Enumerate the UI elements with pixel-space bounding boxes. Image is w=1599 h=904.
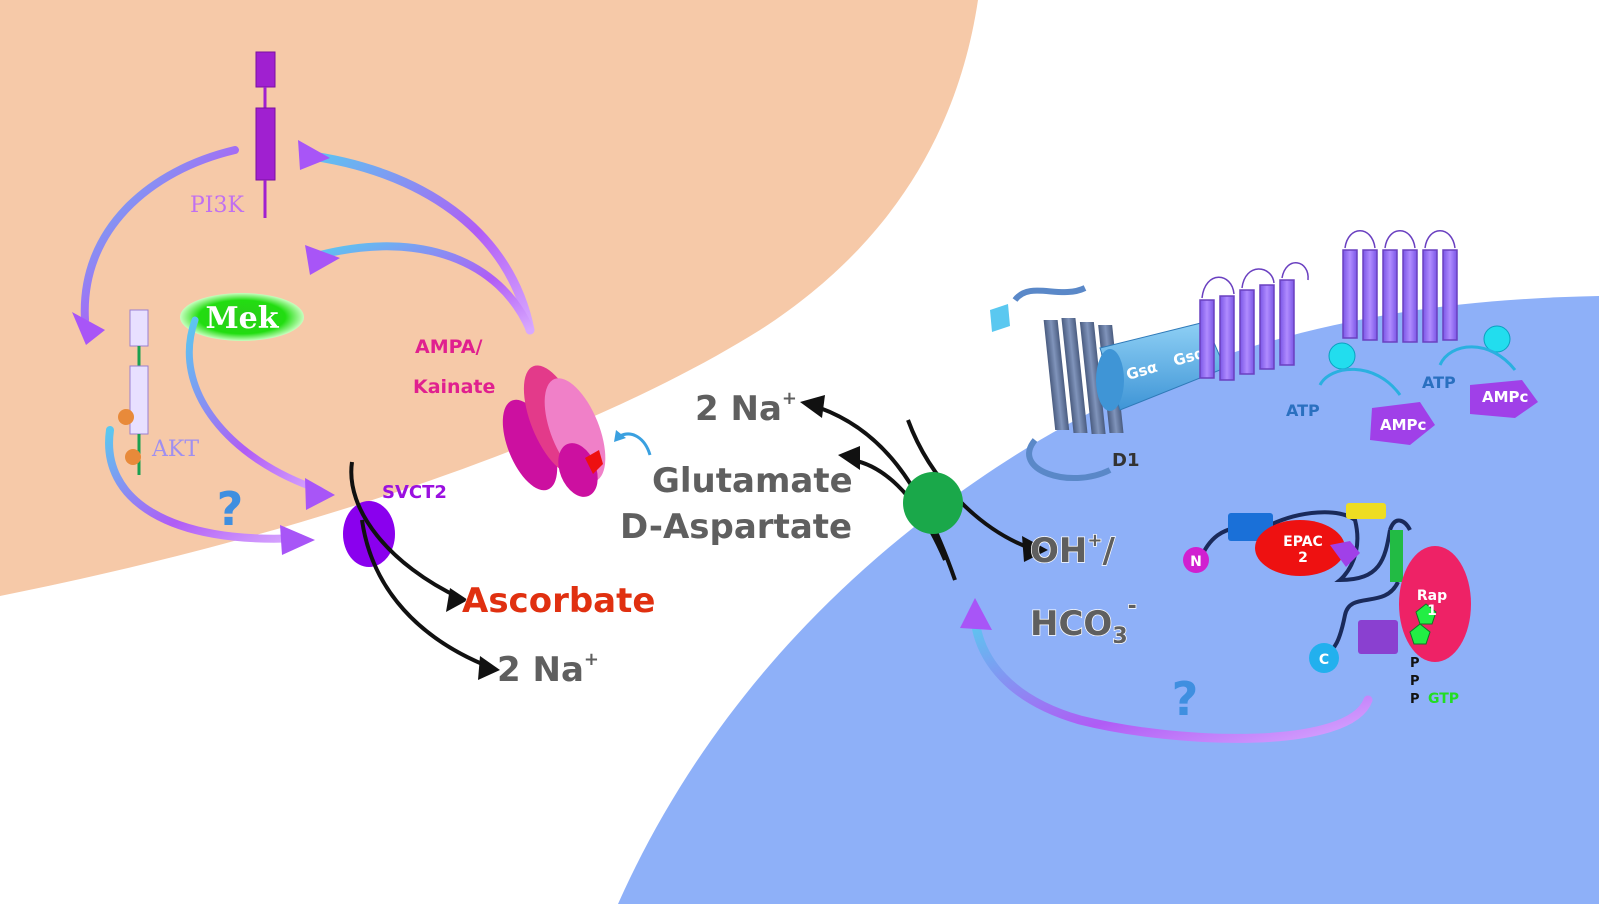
hco3-label: HCO3-	[1030, 594, 1137, 649]
akt-label: AKT	[151, 437, 199, 462]
pi3k-label: PI3K	[190, 193, 244, 218]
oh-slash: /	[1102, 531, 1115, 571]
glutamate-binding-arrow	[619, 432, 652, 456]
svct2-transporter	[343, 501, 395, 567]
ampa-receptor	[502, 365, 606, 497]
na-top-label: 2 Na+	[695, 388, 797, 429]
atp-arrow-2	[1438, 345, 1517, 371]
cyclase-node-1	[1328, 342, 1356, 370]
ampa-label-line2: Kainate	[413, 376, 495, 398]
pathway-arrows-left	[80, 146, 535, 543]
ampc-label-2: AMPc	[1482, 388, 1528, 406]
ampc-shape-2	[1470, 380, 1538, 418]
eaat-arrowheads	[800, 395, 1048, 562]
epac-label-line2: 2	[1298, 550, 1308, 566]
phosphate-1: P	[1410, 656, 1420, 671]
hco3-sup: -	[1128, 594, 1137, 619]
epac-rap-complex	[1183, 503, 1471, 673]
rap-label-line1: Rap	[1417, 588, 1447, 604]
hco3-text: HCO	[1030, 604, 1112, 644]
rap-label-line2: 1	[1427, 603, 1437, 619]
oh-text: OH	[1030, 531, 1087, 571]
ampc-shape-1	[1370, 402, 1435, 445]
d1-label: D1	[1112, 450, 1139, 471]
ascorbate-label: Ascorbate	[462, 581, 655, 621]
svct2-arrows	[349, 461, 493, 670]
atp-label-2: ATP	[1422, 373, 1456, 392]
receptor-bundle-2	[1342, 230, 1458, 343]
oh-label: OH+/	[1030, 530, 1115, 571]
oh-sup: +	[1087, 530, 1102, 551]
na-top-sup: +	[782, 388, 797, 409]
n-terminal-label: N	[1190, 554, 1202, 570]
mek-node	[180, 293, 304, 341]
pi3k-receptor	[255, 51, 276, 218]
pathway-arrowheads-left	[72, 140, 340, 555]
mek-label: Mek	[205, 301, 279, 336]
cyclase-node-2	[1483, 325, 1511, 353]
d-aspartate-label: D-Aspartate	[620, 507, 852, 547]
na-bottom-sup: +	[584, 649, 599, 670]
svct2-label: SVCT2	[382, 482, 447, 503]
svct2-arrowheads	[446, 588, 500, 680]
eaat-transporter	[903, 472, 963, 534]
question-left: ?	[217, 482, 244, 536]
phosphate-2: P	[1410, 674, 1420, 689]
lower-cell-membrane	[618, 296, 1599, 904]
akt-receptor	[118, 309, 149, 475]
gtp-label: GTP	[1428, 691, 1459, 707]
c-terminal-label: C	[1319, 652, 1329, 668]
ampc-label-1: AMPc	[1380, 416, 1426, 434]
glutamate-label: Glutamate	[652, 461, 853, 501]
na-bottom-label: 2 Na+	[497, 649, 599, 690]
na-top-text: 2 Na	[695, 389, 782, 429]
epac-label-line1: EPAC	[1283, 534, 1323, 550]
glutamate-binding-arrowhead	[614, 430, 626, 442]
ampa-label-line1: AMPA/	[415, 336, 482, 358]
na-bottom-text: 2 Na	[497, 650, 584, 690]
atp-label-1: ATP	[1286, 401, 1320, 420]
atp-arrow-1	[1318, 367, 1402, 396]
return-arrowhead-right	[960, 598, 992, 630]
receptor-bundle-1	[1199, 262, 1309, 381]
phosphate-3: P	[1410, 692, 1420, 707]
question-right: ?	[1172, 672, 1199, 726]
hco3-sub: 3	[1112, 624, 1127, 649]
return-arrow-right	[970, 615, 1373, 743]
